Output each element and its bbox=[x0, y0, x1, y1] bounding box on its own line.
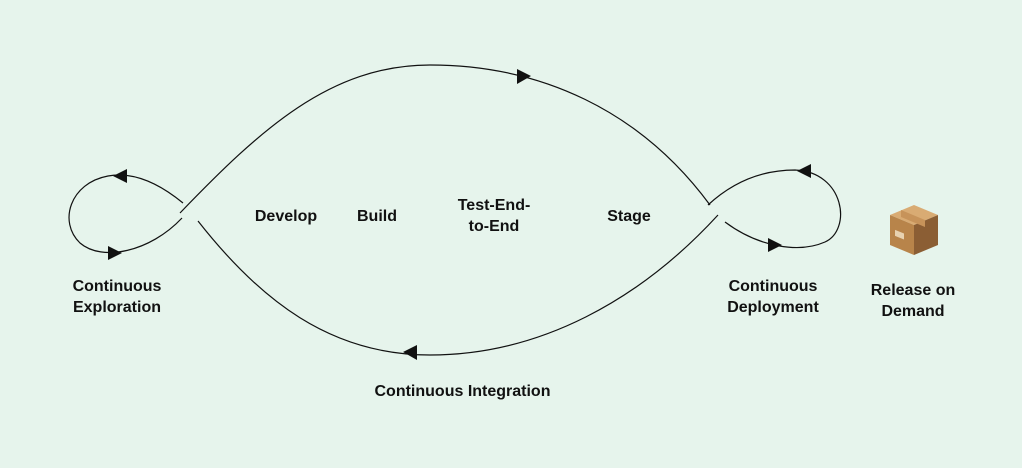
build-label: Build bbox=[357, 208, 397, 225]
upper-arc bbox=[179, 64, 711, 214]
continuous-integration-label: Continuous Integration bbox=[374, 383, 551, 400]
arrowhead-right-bottom bbox=[768, 238, 782, 252]
continuous-deployment-label: Continuous Deployment bbox=[727, 278, 819, 316]
lower-arc bbox=[197, 214, 719, 356]
release-on-demand-label: Release on Demand bbox=[870, 282, 956, 320]
arrowhead-right-top bbox=[797, 164, 811, 178]
package-box-icon bbox=[890, 205, 938, 255]
arrowhead-left-bottom bbox=[108, 246, 122, 260]
test-end-to-end-label: Test-End- to-End bbox=[457, 197, 531, 235]
arrowhead-upper bbox=[517, 69, 531, 84]
continuous-exploration-label: Continuous Exploration bbox=[72, 278, 162, 316]
stage-label: Stage bbox=[607, 208, 651, 225]
arrowhead-lower bbox=[403, 345, 417, 360]
right-small-loop bbox=[707, 169, 841, 249]
develop-label: Develop bbox=[254, 208, 318, 225]
left-small-loop bbox=[68, 174, 184, 254]
arrowhead-left-top bbox=[113, 169, 127, 183]
